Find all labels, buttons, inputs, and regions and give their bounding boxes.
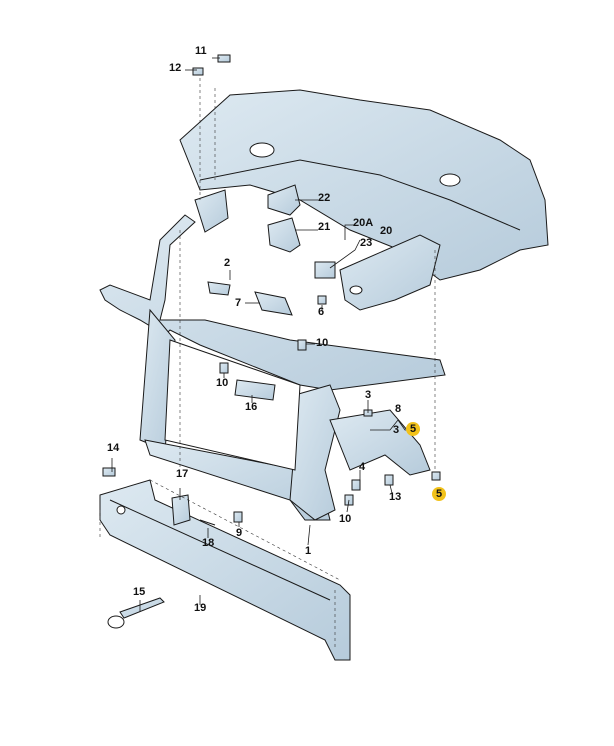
body-shell — [179, 89, 549, 281]
callout-20: 20 — [380, 225, 393, 237]
callout-9: 9 — [236, 527, 243, 539]
leader-lines — [111, 57, 420, 612]
clip-5 — [431, 471, 441, 481]
bolt-12 — [192, 67, 204, 76]
callout-16: 16 — [245, 401, 258, 413]
callout-10-bottom: 10 — [339, 513, 352, 525]
bolt-13 — [384, 474, 394, 486]
callout-19: 19 — [194, 602, 207, 614]
front-end-carrier — [99, 214, 446, 521]
callout-10-mid: 10 — [216, 377, 229, 389]
part-16 — [234, 379, 276, 401]
callout-6: 6 — [318, 306, 325, 318]
callout-15: 15 — [133, 586, 146, 598]
bracket-7 — [254, 291, 293, 316]
callout-8: 8 — [395, 403, 402, 415]
small-parts — [102, 54, 441, 526]
callout-21: 21 — [318, 221, 331, 233]
callout-17: 17 — [176, 468, 189, 480]
bolt-14 — [102, 467, 116, 477]
right-bracket — [339, 234, 441, 311]
tow-eye — [107, 597, 165, 629]
callout-3-top: 3 — [365, 389, 372, 401]
dashed-alignment-lines — [99, 78, 436, 650]
callout-5-top: 5 — [406, 422, 420, 436]
left-side-member — [194, 189, 229, 233]
bracket-2 — [207, 281, 231, 296]
screw-9 — [233, 511, 243, 523]
screw-18 — [199, 519, 216, 526]
bolt-6 — [317, 295, 327, 305]
callout-12: 12 — [169, 62, 182, 74]
bolt-4 — [351, 479, 361, 491]
bracket-21 — [267, 217, 301, 253]
bolt-11 — [217, 54, 231, 63]
bolt-10a — [297, 339, 307, 351]
callout-11: 11 — [195, 45, 207, 57]
callout-22: 22 — [318, 192, 331, 204]
callout-1: 1 — [305, 545, 312, 557]
callout-18: 18 — [202, 537, 215, 549]
callout-2: 2 — [224, 257, 231, 269]
part-17 — [171, 494, 191, 526]
callout-14: 14 — [107, 442, 120, 454]
bumper-reinforcement — [99, 479, 351, 661]
callout-4: 4 — [359, 461, 366, 473]
callout-13: 13 — [389, 491, 402, 503]
callout-5-bottom: 5 — [432, 487, 446, 501]
callout-7: 7 — [235, 297, 242, 309]
callout-3-right: 3 — [393, 424, 400, 436]
bracket-23-clip — [314, 261, 336, 279]
callout-23: 23 — [360, 237, 373, 249]
callout-20a: 20A — [353, 217, 374, 229]
bracket-22 — [267, 184, 301, 216]
bolt-10b — [219, 362, 229, 374]
callout-10-top: 10 — [316, 337, 329, 349]
